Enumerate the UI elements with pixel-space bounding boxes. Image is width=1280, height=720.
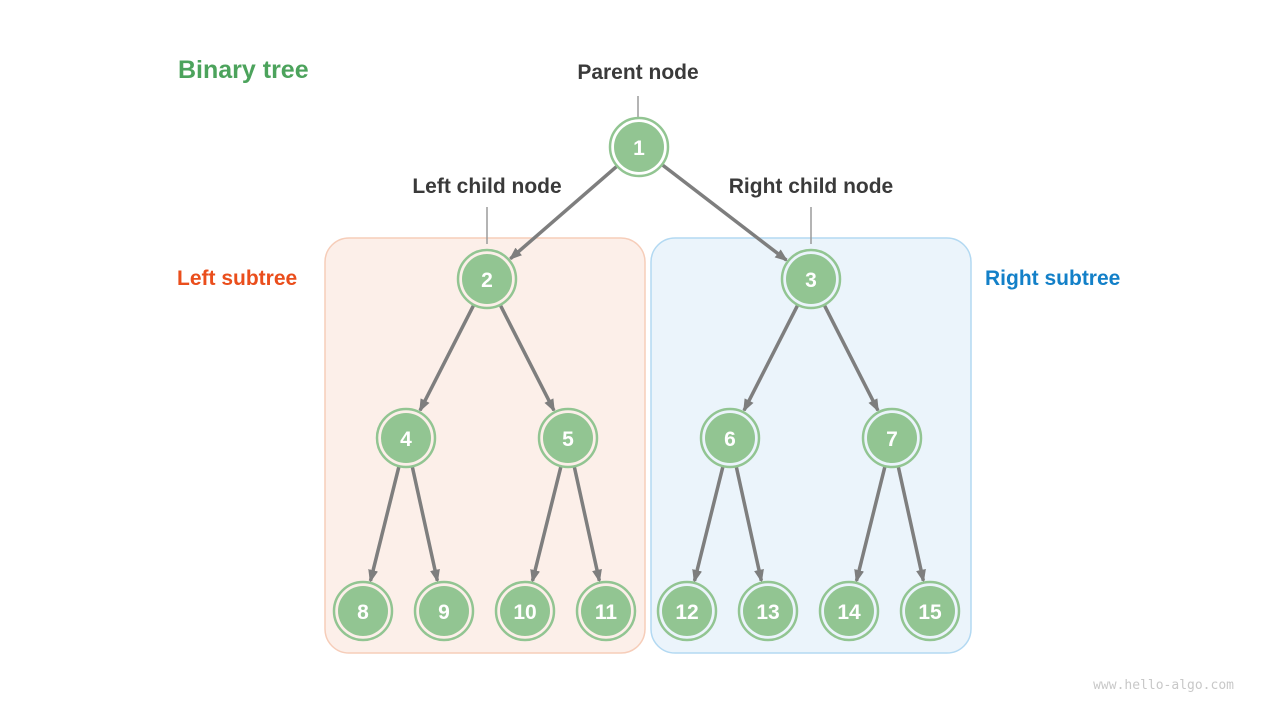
tree-node-6: 6	[699, 407, 761, 469]
tree-node-value: 9	[438, 601, 450, 624]
tree-node-value: 7	[886, 428, 898, 451]
tree-node-14: 14	[818, 580, 880, 642]
diagram-title: Binary tree	[178, 56, 309, 84]
tree-edge-3-7	[822, 304, 880, 413]
tree-node-15: 15	[899, 580, 961, 642]
tree-node-value: 5	[562, 428, 574, 451]
parent-node-label: Parent node	[577, 61, 699, 84]
left-child-node-label: Left child node	[412, 175, 562, 198]
left-subtree-label: Left subtree	[177, 267, 298, 290]
tree-edge-6-13	[734, 465, 764, 583]
tree-node-13: 13	[737, 580, 799, 642]
tree-node-value: 4	[400, 428, 412, 451]
tree-edge-1-3	[660, 163, 788, 262]
tree-node-3: 3	[780, 248, 842, 310]
right-subtree-label: Right subtree	[985, 267, 1121, 290]
tree-node-value: 12	[675, 601, 698, 624]
tree-node-value: 14	[837, 601, 861, 624]
right-child-node-label: Right child node	[728, 175, 894, 198]
tree-edge-1-2	[508, 164, 619, 260]
tree-node-value: 2	[481, 269, 493, 292]
tree-node-value: 10	[513, 601, 536, 624]
tree-node-10: 10	[494, 580, 556, 642]
tree-node-value: 3	[805, 269, 817, 292]
tree-node-value: 1	[633, 137, 645, 160]
tree-edge-5-11	[572, 465, 602, 583]
tree-edge-3-6	[742, 304, 800, 413]
tree-node-value: 8	[357, 601, 369, 624]
left-subtree-region	[324, 237, 646, 654]
tree-edge-4-9	[410, 465, 440, 583]
tree-node-value: 6	[724, 428, 736, 451]
tree-edge-6-12	[692, 465, 725, 583]
tree-node-8: 8	[332, 580, 394, 642]
tree-node-value: 11	[595, 601, 618, 624]
tree-edge-2-5	[498, 304, 556, 413]
watermark: www.hello-algo.com	[1093, 678, 1234, 693]
tree-node-9: 9	[413, 580, 475, 642]
tree-edge-2-4	[418, 304, 476, 413]
tree-edge-5-10	[530, 465, 563, 583]
tree-edge-4-8	[368, 465, 401, 583]
tree-node-4: 4	[375, 407, 437, 469]
tree-node-value: 13	[756, 601, 779, 624]
tree-edge-7-14	[854, 465, 887, 583]
tree-node-2: 2	[456, 248, 518, 310]
tree-edge-7-15	[896, 465, 926, 583]
tree-node-12: 12	[656, 580, 718, 642]
tree-node-value: 15	[918, 601, 942, 624]
tree-node-7: 7	[861, 407, 923, 469]
tree-node-1: 1	[608, 116, 670, 178]
tree-node-11: 11	[575, 580, 637, 642]
tree-node-5: 5	[537, 407, 599, 469]
